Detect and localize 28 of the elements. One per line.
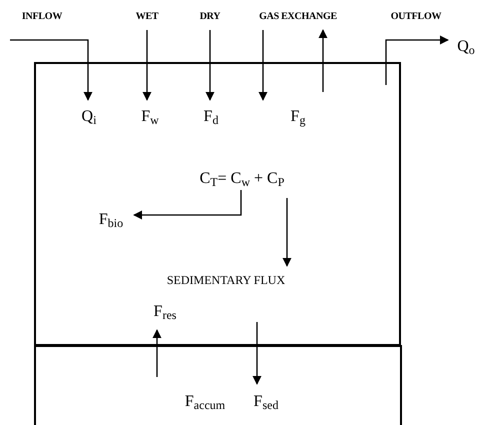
arrow — [142, 30, 152, 101]
arrow — [205, 30, 215, 101]
process-label: SEDIMENTARY FLUX — [140, 270, 312, 290]
process-label: GAS EXCHANGE — [246, 8, 350, 26]
process-label: WET — [125, 8, 169, 26]
flux-symbol: F$_{w}$ — [136, 104, 164, 130]
flux-symbol: Q$_{o}$ — [452, 34, 480, 60]
flux-symbol: C$_{T}$= C$_{w}$ + C$_{P}$ — [180, 164, 304, 194]
water-column-box — [34, 62, 401, 346]
flow-label: OUTFLOW — [390, 10, 442, 24]
flux-symbol: Q$_{i}$ — [74, 104, 104, 130]
arrow — [318, 29, 328, 92]
sediment-layer-box — [34, 345, 402, 425]
arrow — [252, 322, 262, 385]
flux-symbol: F$_{d}$ — [198, 104, 224, 130]
flux-symbol: F$_{res}$ — [145, 298, 185, 326]
arrow — [282, 198, 292, 267]
arrow — [385, 35, 449, 85]
arrow — [133, 190, 242, 220]
flow-label: INFLOW — [20, 10, 64, 24]
flux-symbol: F$_{bio}$ — [92, 206, 130, 234]
process-label: DRY — [190, 8, 230, 26]
flux-symbol: F$_{accum}$ — [175, 388, 235, 416]
flux-symbol: F$_{g}$ — [285, 104, 311, 130]
arrow — [258, 30, 268, 101]
arrow — [152, 329, 162, 377]
flux-symbol: F$_{sed}$ — [246, 388, 286, 416]
arrow — [10, 39, 93, 101]
